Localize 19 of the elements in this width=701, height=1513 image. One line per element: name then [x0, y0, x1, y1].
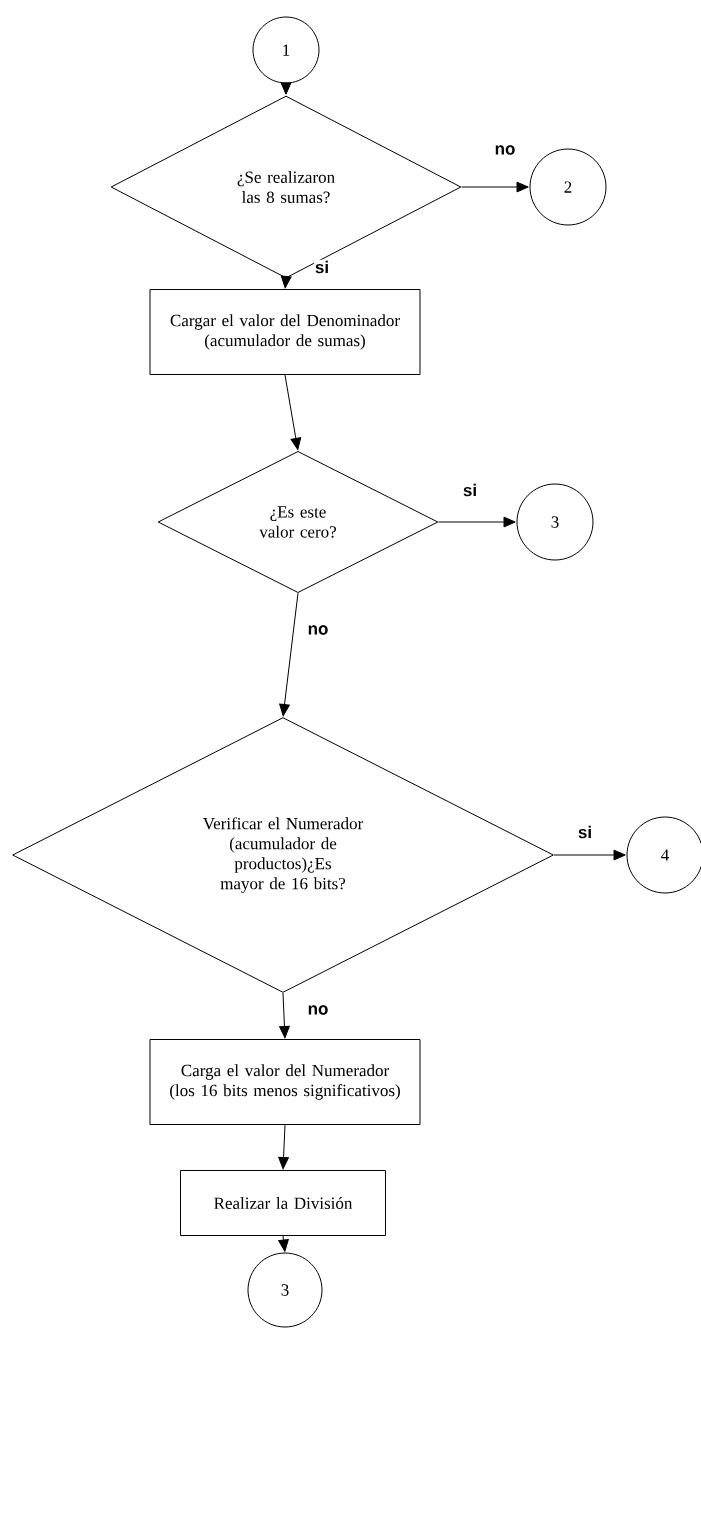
edge-label: si	[576, 824, 594, 840]
arrow	[280, 275, 292, 289]
edge-label: no	[306, 1004, 330, 1016]
edge-label: no	[306, 624, 330, 636]
arrow	[553, 849, 626, 861]
arrow	[278, 1124, 289, 1170]
arrow	[461, 181, 529, 193]
arrow	[279, 992, 290, 1039]
process-box: Cargar el valor del Denominador (acumulador de sumas)	[149, 289, 421, 375]
edge-label: si	[461, 482, 479, 498]
arrow	[278, 1235, 289, 1252]
edge-label: no	[493, 144, 517, 156]
process-box: Carga el valor del Numerador (los 16 bits menos significativos)	[149, 1039, 421, 1125]
arrow	[280, 82, 292, 95]
arrow	[279, 592, 299, 717]
arrow	[438, 516, 516, 528]
arrow	[284, 374, 302, 451]
edge-label: si	[313, 259, 331, 275]
process-box: Realizar la División	[180, 1170, 386, 1236]
